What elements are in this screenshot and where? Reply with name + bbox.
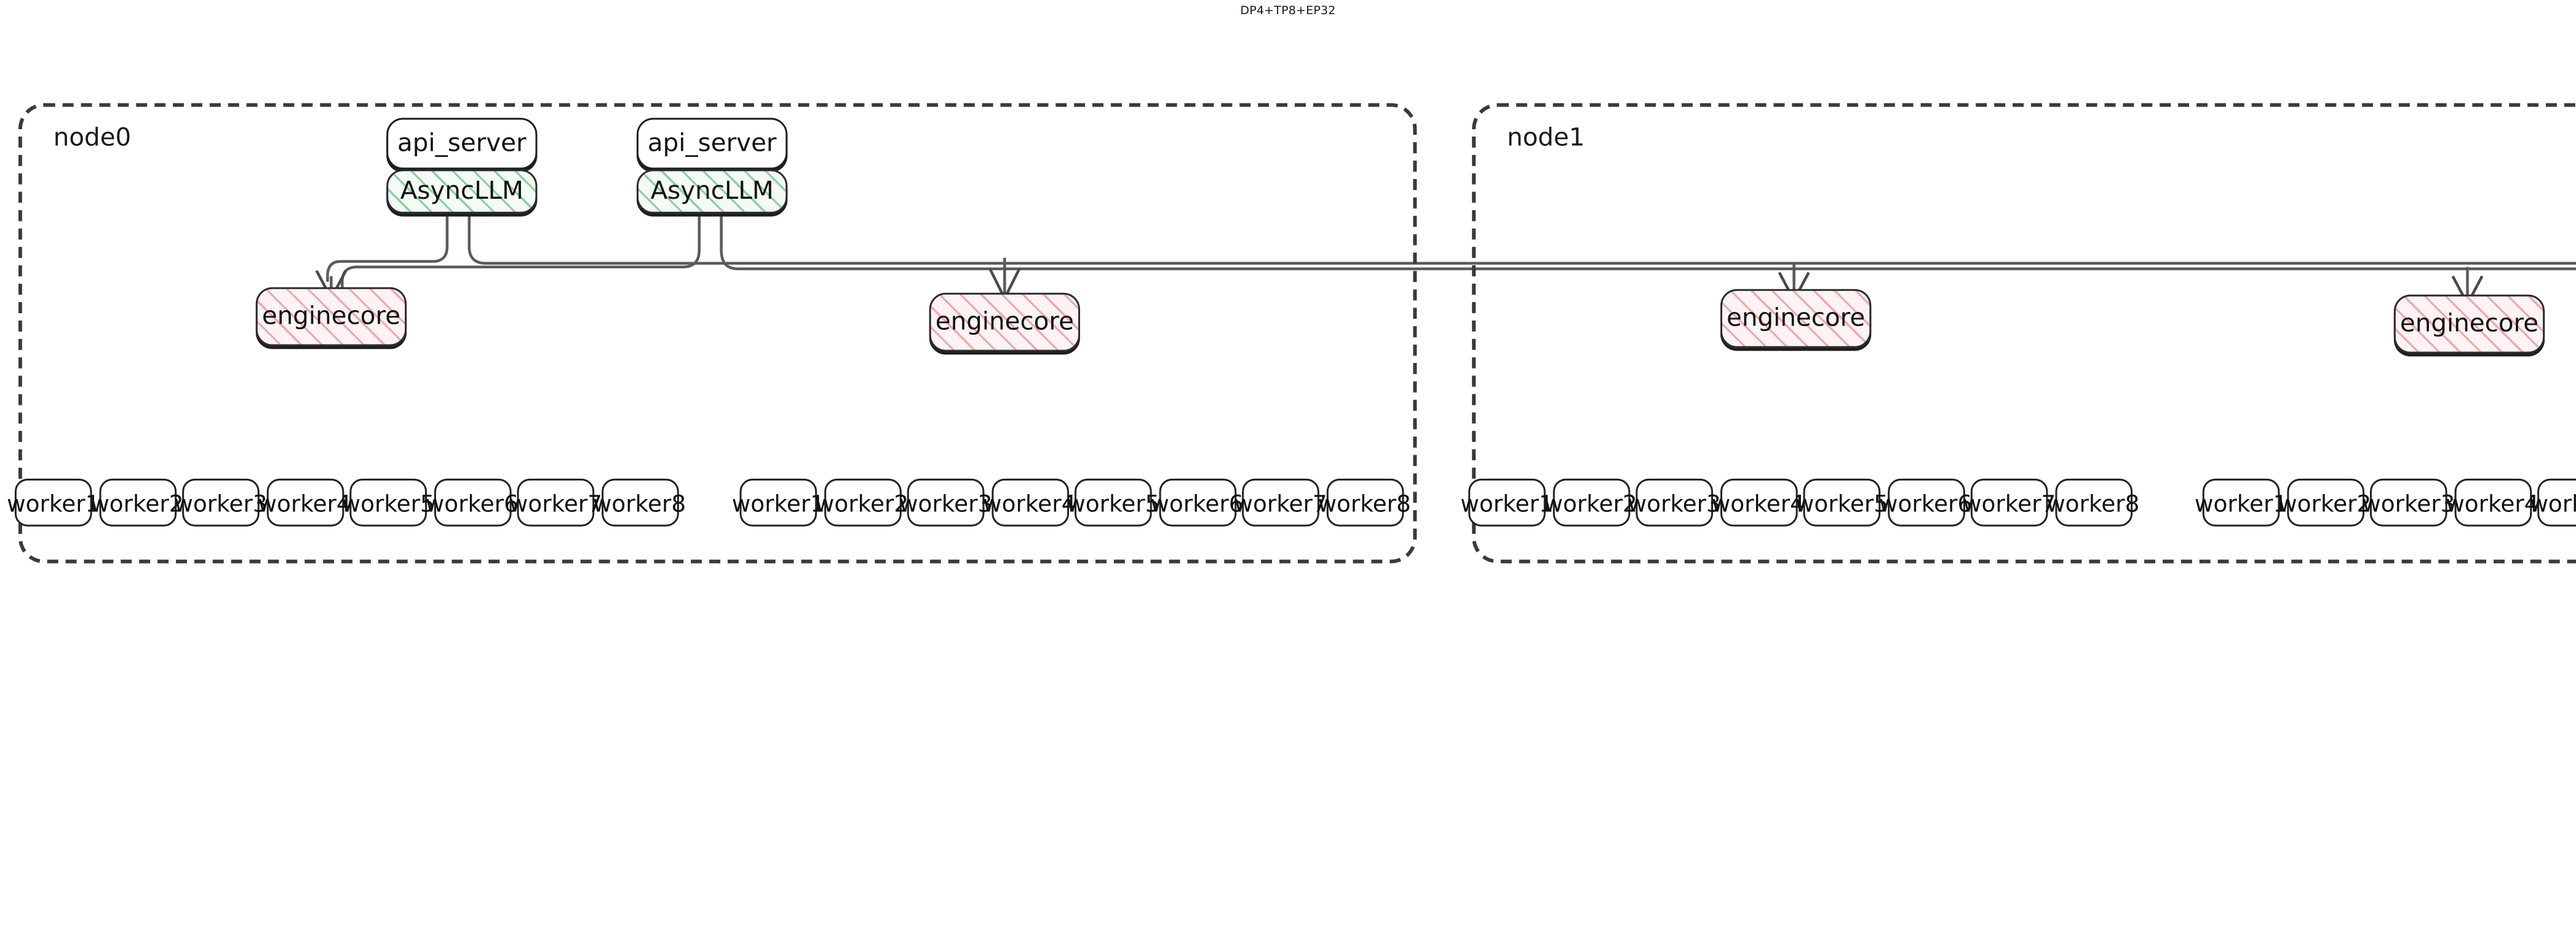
worker-label: worker1: [731, 489, 825, 517]
worker-chip[interactable]: worker8: [2046, 478, 2139, 527]
enginecore-label: enginecore: [1727, 303, 1866, 334]
enginecore-label: enginecore: [261, 302, 401, 332]
api-server-node0-g1[interactable]: api_server: [637, 118, 788, 170]
diagram-canvas: node0 api_server AsyncLLM enginecore api…: [0, 22, 2576, 564]
worker-label: worker4: [1711, 489, 1805, 517]
worker-chip[interactable]: worker2: [1544, 478, 1637, 527]
worker-label: worker1: [7, 489, 100, 517]
node-label-node1: node1: [1506, 123, 1585, 153]
worker-label: worker5: [1067, 489, 1160, 517]
worker-label: worker7: [1234, 489, 1327, 517]
page-title: DP4+TP8+EP32: [1240, 4, 1336, 17]
worker-chip[interactable]: worker6: [1150, 478, 1244, 527]
asyncllm-node0-g0[interactable]: AsyncLLM: [386, 169, 538, 214]
worker-label: worker3: [1628, 489, 1721, 517]
worker-label: worker6: [1150, 489, 1244, 517]
worker-chip[interactable]: worker3: [174, 478, 268, 527]
worker-label: worker7: [509, 489, 603, 517]
worker-label: worker6: [425, 489, 519, 517]
enginecore-node1-g1[interactable]: enginecore: [2393, 294, 2545, 354]
api-server-node0-g0[interactable]: api_server: [386, 118, 538, 170]
asyncllm-node0-g1[interactable]: AsyncLLM: [637, 169, 788, 214]
worker-label: worker8: [2046, 489, 2140, 517]
worker-chip[interactable]: worker6: [1879, 478, 1972, 527]
asyncllm-label: AsyncLLM: [650, 177, 774, 207]
enginecore-node0-g0[interactable]: enginecore: [255, 287, 407, 346]
worker-label: worker8: [592, 489, 686, 517]
worker-label: worker4: [2446, 489, 2539, 517]
worker-label: worker2: [2278, 489, 2372, 517]
api-server-label: api_server: [647, 129, 777, 159]
worker-chip[interactable]: worker1: [732, 478, 825, 527]
worker-chip[interactable]: worker5: [342, 478, 435, 527]
worker-label: worker4: [258, 489, 351, 517]
worker-chip[interactable]: worker4: [2446, 478, 2539, 527]
worker-chip[interactable]: worker5: [2529, 478, 2576, 527]
worker-label: worker3: [2362, 489, 2455, 517]
worker-label: worker3: [899, 489, 993, 517]
worker-chip[interactable]: worker3: [2362, 478, 2455, 527]
worker-label: worker1: [2194, 489, 2288, 517]
worker-chip[interactable]: worker7: [509, 478, 602, 527]
worker-chip[interactable]: worker8: [1318, 478, 1411, 527]
enginecore-label: enginecore: [935, 307, 1074, 337]
worker-chip[interactable]: worker2: [816, 478, 908, 527]
enginecore-label: enginecore: [2399, 309, 2539, 339]
worker-label: worker5: [2529, 489, 2576, 517]
worker-chip[interactable]: worker5: [1795, 478, 1888, 527]
worker-chip[interactable]: worker7: [1963, 478, 2056, 527]
worker-label: worker4: [983, 489, 1076, 517]
asyncllm-label: AsyncLLM: [400, 177, 523, 207]
worker-label: worker8: [1318, 489, 1411, 517]
worker-chip[interactable]: worker6: [426, 478, 519, 527]
worker-chip[interactable]: worker2: [2278, 478, 2371, 527]
worker-chip[interactable]: worker1: [7, 478, 100, 527]
worker-chip[interactable]: worker4: [983, 478, 1076, 527]
worker-chip[interactable]: worker8: [593, 478, 686, 527]
worker-label: worker2: [815, 489, 909, 517]
worker-chip[interactable]: worker1: [1460, 478, 1554, 527]
worker-label: worker6: [1878, 489, 1973, 517]
worker-label: worker5: [341, 489, 435, 517]
worker-label: worker2: [90, 489, 184, 517]
worker-chip[interactable]: worker2: [90, 478, 184, 527]
worker-label: worker2: [1544, 489, 1637, 517]
worker-label: worker1: [1460, 489, 1554, 517]
worker-chip[interactable]: worker3: [1628, 478, 1721, 527]
api-server-label: api_server: [397, 129, 527, 159]
enginecore-node1-g0[interactable]: enginecore: [1720, 289, 1872, 348]
worker-label: worker3: [174, 489, 268, 517]
enginecore-node0-g1[interactable]: enginecore: [929, 292, 1080, 352]
worker-chip[interactable]: worker7: [1234, 478, 1327, 527]
worker-label: worker5: [1795, 489, 1889, 517]
worker-label: worker7: [1962, 489, 2056, 517]
node-label-node0: node0: [53, 123, 132, 153]
worker-chip[interactable]: worker3: [899, 478, 992, 527]
worker-chip[interactable]: worker1: [2195, 478, 2288, 527]
worker-chip[interactable]: worker4: [258, 478, 351, 527]
worker-chip[interactable]: worker5: [1067, 478, 1159, 527]
worker-chip[interactable]: worker4: [1712, 478, 1805, 527]
